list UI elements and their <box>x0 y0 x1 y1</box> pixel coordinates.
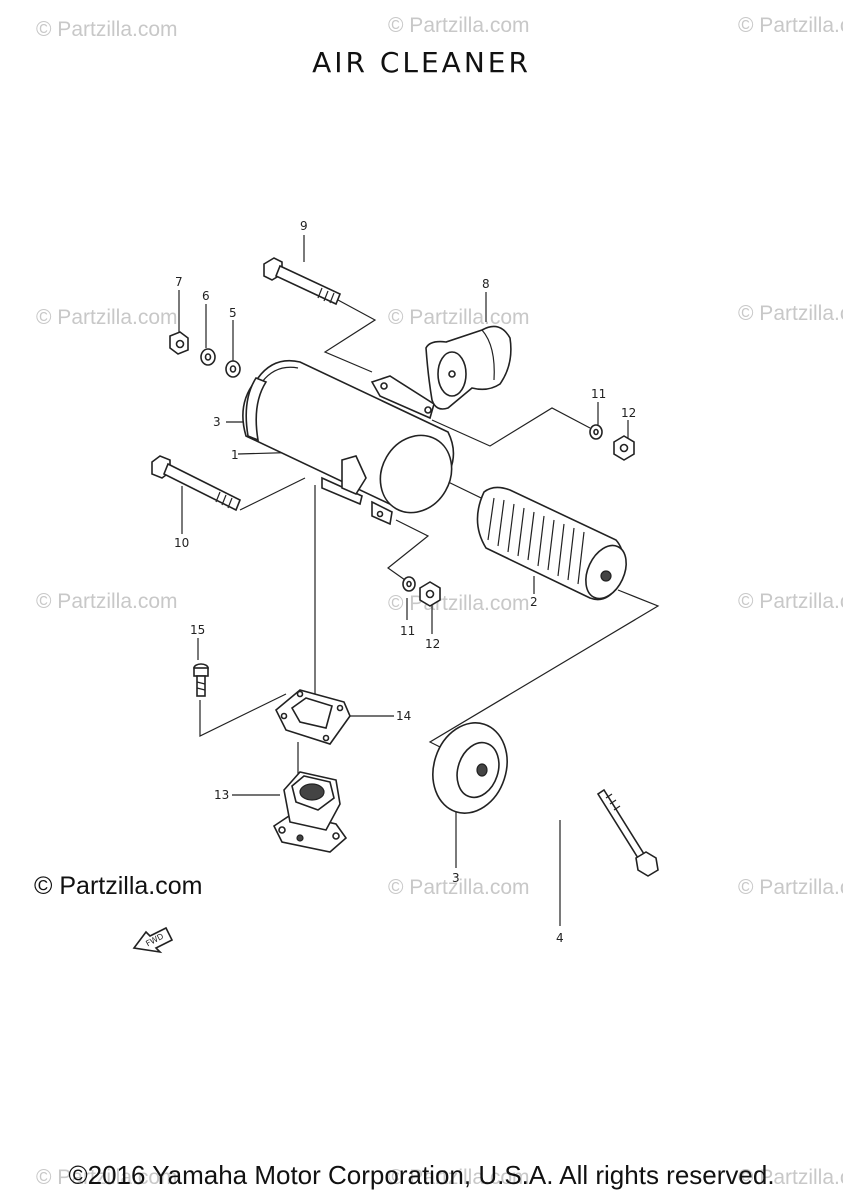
nut-12-right <box>613 435 635 461</box>
callout-2: 2 <box>530 595 538 609</box>
watermark: © Partzilla.com <box>388 1166 530 1189</box>
callout-12: 12 <box>621 406 636 420</box>
case-cover-lower <box>432 722 508 814</box>
bolt-upper <box>263 257 342 306</box>
watermark: © Partzilla.com <box>36 306 178 329</box>
callout-5: 5 <box>229 306 237 320</box>
watermark: © Partzilla.com <box>738 590 843 613</box>
watermark: © Partzilla.com <box>388 876 530 899</box>
nut-12-lower <box>419 581 441 607</box>
washer-5 <box>225 360 241 378</box>
callout-labels: 1 2 3 3 4 5 6 7 8 9 10 11 11 12 12 13 14… <box>174 219 636 945</box>
washer-6 <box>200 348 216 366</box>
callout-10: 10 <box>174 536 189 550</box>
callout-12: 12 <box>425 637 440 651</box>
callout-8: 8 <box>482 277 490 291</box>
washer-11-right <box>589 424 603 440</box>
filter-element <box>476 486 627 601</box>
through-bolt <box>596 788 659 877</box>
screw-15 <box>193 663 209 697</box>
callout-11: 11 <box>400 624 415 638</box>
washer-11-lower <box>402 576 416 592</box>
callout-14: 14 <box>396 709 411 723</box>
callout-15: 15 <box>190 623 205 637</box>
watermark: © Partzilla.com <box>36 590 178 613</box>
intake-manifold-13 <box>272 771 348 853</box>
watermark: © Partzilla.com <box>388 14 530 37</box>
gasket-14 <box>275 689 351 745</box>
filter-pleats <box>487 497 585 585</box>
callout-9: 9 <box>300 219 308 233</box>
callout-11: 11 <box>591 387 606 401</box>
watermark: © Partzilla.com <box>36 18 178 41</box>
callout-13: 13 <box>214 788 229 802</box>
watermark: © Partzilla.com <box>738 876 843 899</box>
page-title: AIR CLEANER <box>312 46 531 79</box>
callout-7: 7 <box>175 275 183 289</box>
nut-upper-left <box>169 331 189 355</box>
case-end-cap <box>245 377 268 442</box>
callout-4: 4 <box>556 931 564 945</box>
callout-1: 1 <box>231 448 239 462</box>
joint-boot <box>425 325 512 410</box>
forward-arrow-icon: FWD <box>132 926 174 954</box>
air-cleaner-case <box>242 359 455 526</box>
callout-3: 3 <box>213 415 221 429</box>
watermark: © Partzilla.com <box>388 306 530 329</box>
watermark: © Partzilla.com <box>36 1166 178 1189</box>
callout-3: 3 <box>452 871 460 885</box>
bolt-lower <box>151 455 242 512</box>
copyright-notice: ©2016 Yamaha Motor Corporation, U.S.A. A… <box>68 1160 775 1190</box>
watermark: © Partzilla.com <box>738 14 843 37</box>
watermark: © Partzilla.com <box>738 1166 843 1189</box>
brand-watermark: © Partzilla.com <box>34 872 203 900</box>
callout-6: 6 <box>202 289 210 303</box>
watermark: © Partzilla.com <box>738 302 843 325</box>
